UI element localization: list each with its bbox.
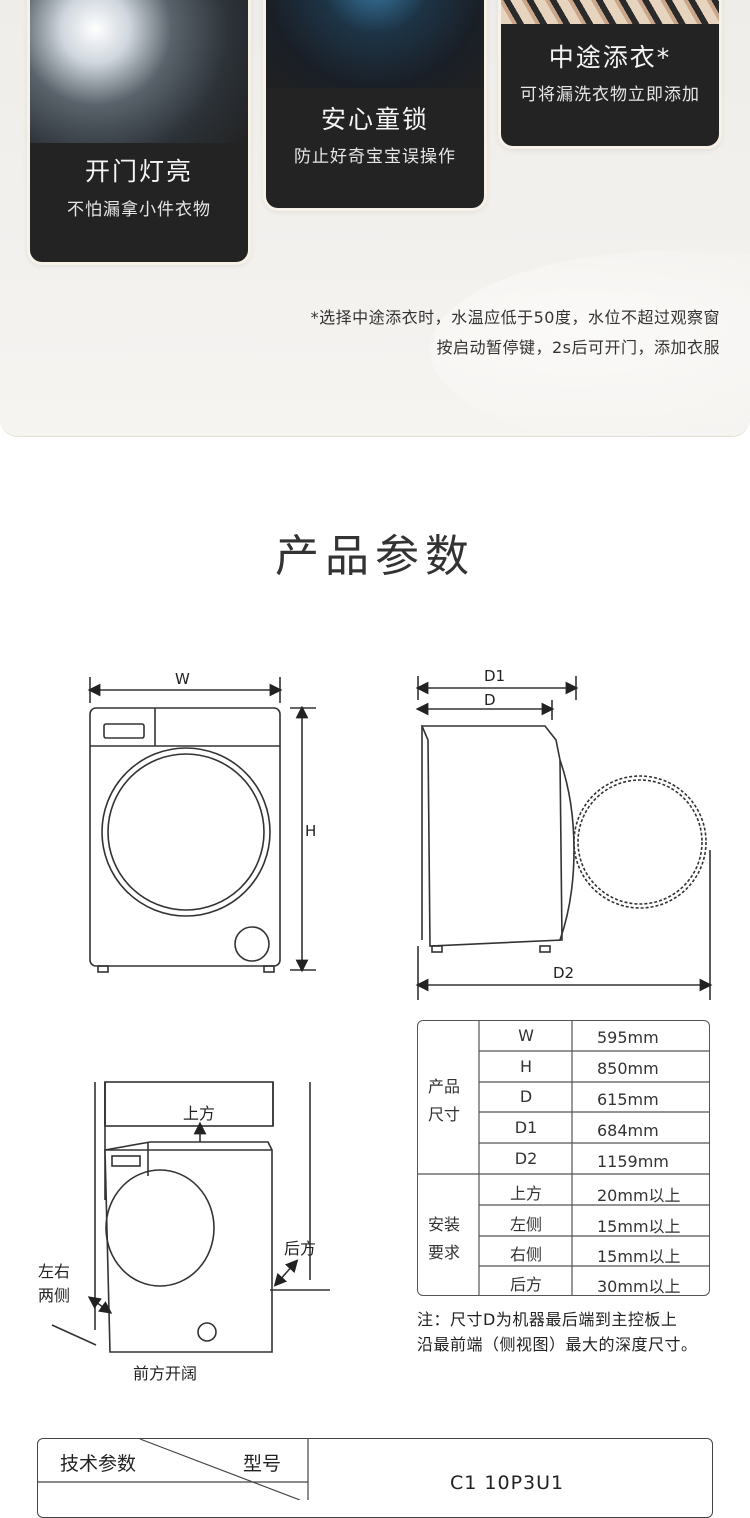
spec-key: 上方 xyxy=(509,1184,542,1203)
child-lock-photo xyxy=(266,0,484,88)
clearance-back-label: 后方 xyxy=(284,1239,317,1258)
footnote-line-2: 按启动暂停键，2s后可开门，添加衣服 xyxy=(436,338,720,357)
spec-group-install: 安装 xyxy=(428,1215,461,1234)
front-open-label: 前方开阔 xyxy=(133,1364,198,1383)
clearance-sides-label: 两侧 xyxy=(38,1286,71,1305)
feature-card-add-clothes: 中途添衣* 可将漏洗衣物立即添加 xyxy=(501,0,719,146)
tech-table-model-header: 型号 xyxy=(243,1453,282,1475)
spec-note-line-2: 沿最前端（侧视图）最大的深度尺寸。 xyxy=(417,1335,698,1354)
spec-key: D2 xyxy=(514,1149,538,1168)
spec-value: 20mm以上 xyxy=(597,1186,681,1205)
spec-key: 后方 xyxy=(509,1275,542,1294)
d1-label: D1 xyxy=(484,667,506,685)
spec-key: 右侧 xyxy=(509,1245,542,1264)
spec-group-size: 产品 xyxy=(428,1077,461,1096)
drum-light-photo xyxy=(30,0,248,143)
spec-table-grid xyxy=(418,1021,710,1295)
spec-key: D1 xyxy=(514,1118,538,1137)
spec-value: 595mm xyxy=(597,1028,659,1047)
section-title: 产品参数 xyxy=(275,531,475,582)
tech-spec-table xyxy=(37,1438,713,1518)
clearance-top-label: 上方 xyxy=(183,1104,216,1123)
footnote-line-1: *选择中途添衣时，水温应低于50度，水位不超过观察窗 xyxy=(310,308,720,327)
feature-subtitle: 可将漏洗衣物立即添加 xyxy=(520,85,700,105)
spec-key: H xyxy=(519,1057,533,1076)
spec-key: D xyxy=(519,1087,533,1106)
tech-table-header: 技术参数 xyxy=(60,1453,137,1475)
spec-value: 30mm以上 xyxy=(597,1277,681,1296)
spec-value: 684mm xyxy=(597,1121,659,1140)
d-label: D xyxy=(484,691,496,709)
spec-key: W xyxy=(518,1026,534,1045)
spec-group-install: 要求 xyxy=(428,1243,461,1262)
spec-value: 15mm以上 xyxy=(597,1217,681,1236)
feature-subtitle: 不怕漏拿小件衣物 xyxy=(67,200,211,220)
height-label: H xyxy=(305,822,317,840)
side-view-washer xyxy=(415,676,713,1000)
feature-title: 开门灯亮 xyxy=(84,157,193,186)
feature-band: 开门灯亮 不怕漏拿小件衣物 安心童锁 防止好奇宝宝误操作 中途添衣* 可将漏洗衣… xyxy=(0,0,750,437)
spec-value: 1159mm xyxy=(597,1152,669,1171)
spec-value: 615mm xyxy=(597,1090,659,1109)
spec-group-size: 尺寸 xyxy=(428,1105,461,1124)
tech-table-grid xyxy=(38,1438,309,1500)
feature-subtitle: 防止好奇宝宝误操作 xyxy=(294,147,456,167)
width-label: W xyxy=(175,670,190,688)
d2-label: D2 xyxy=(553,964,575,982)
spec-value: 850mm xyxy=(597,1059,659,1078)
spec-note-line-1: 注：尺寸D为机器最后端到主控板上 xyxy=(417,1310,678,1329)
feature-card-child-lock: 安心童锁 防止好奇宝宝误操作 xyxy=(266,0,484,208)
feature-title: 安心童锁 xyxy=(320,105,429,134)
clearance-sides-label: 左右 xyxy=(38,1262,71,1281)
feature-title: 中途添衣* xyxy=(548,43,672,72)
spec-value: 15mm以上 xyxy=(597,1247,681,1266)
installation-view xyxy=(51,1081,330,1353)
feature-card-door-light: 开门灯亮 不怕漏拿小件衣物 xyxy=(30,0,248,262)
spec-key: 左侧 xyxy=(509,1215,542,1234)
spec-table xyxy=(417,1020,710,1296)
clothes-photo xyxy=(501,0,719,24)
front-view-washer xyxy=(87,677,316,973)
model-number: C1 10P3U1 xyxy=(450,1472,565,1494)
